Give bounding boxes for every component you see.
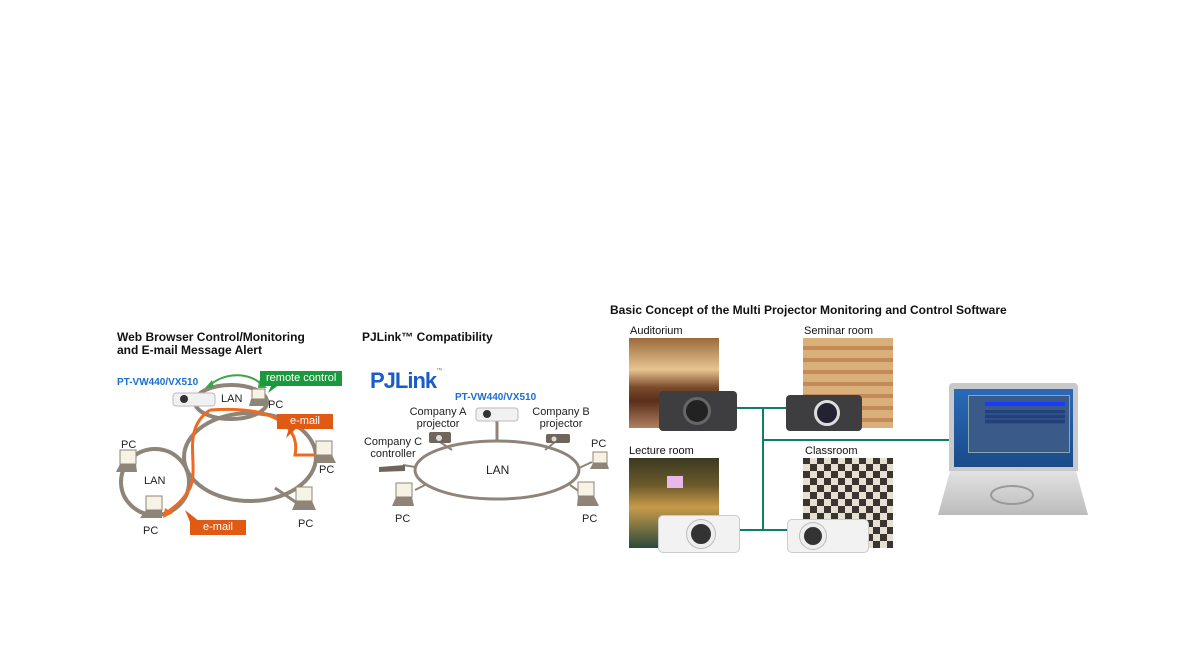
- remote-arrowhead-left: [205, 380, 214, 388]
- projector-icon-company-b: [546, 434, 570, 443]
- panel1-title-line1: Web Browser Control/Monitoring: [117, 330, 305, 344]
- company-b-label: Company B projector: [530, 406, 592, 430]
- email-tag-bottom: e-mail: [190, 520, 246, 535]
- laptop-icon-bottom-right: [292, 486, 316, 510]
- lan-label-left: LAN: [144, 475, 166, 487]
- remote-control-tag: remote control: [260, 371, 343, 386]
- laptop-icon-right: [314, 440, 336, 463]
- panel1-model-label: PT-VW440/VX510: [117, 377, 199, 388]
- email-tag-top: e-mail: [277, 414, 333, 429]
- company-b-line1: Company B: [532, 406, 590, 418]
- pc-label: PC: [143, 525, 159, 537]
- panel1-title: Web Browser Control/Monitoring and E-mai…: [117, 331, 305, 357]
- company-a-label: Company A projector: [408, 406, 468, 430]
- pc-label: PC: [298, 518, 314, 530]
- email-path-2: [166, 408, 211, 514]
- projector-dark-seminar: [786, 395, 862, 431]
- panel2-model-label: PT-VW440/VX510: [455, 392, 537, 403]
- remote-callout-pointer: [268, 384, 280, 393]
- branch-pc-left: [414, 484, 426, 491]
- panel3-title: Basic Concept of the Multi Projector Mon…: [610, 303, 1007, 317]
- remote-control-arrow: [209, 374, 263, 386]
- pc-label: PC: [395, 513, 411, 525]
- projector-icon: [172, 392, 216, 407]
- room-label-lecture: Lecture room: [629, 445, 694, 457]
- projector-icon-main: [475, 407, 519, 422]
- laptop-keyboard: [938, 471, 1088, 515]
- projector-dark-auditorium: [659, 391, 737, 431]
- laptop-icon-bottom-left: [140, 495, 163, 518]
- email-callout-pointer-bottom: [185, 510, 200, 522]
- room-label-auditorium: Auditorium: [630, 325, 683, 337]
- laptop-icon-pjlink-left: [392, 482, 414, 506]
- pc-label: PC: [268, 399, 284, 411]
- email-arrowhead-left: [163, 508, 173, 518]
- company-a-line1: Company A: [409, 406, 467, 418]
- projector-white-lecture: [658, 515, 740, 553]
- pjlink-logo-text: PJLink: [370, 368, 437, 393]
- company-c-label: Company C controller: [362, 436, 424, 460]
- projector-icon-company-a: [429, 432, 451, 443]
- pjlink-logo: PJLink™: [370, 368, 442, 394]
- projector-white-classroom: [787, 519, 869, 553]
- laptop-icon-top: [249, 388, 268, 406]
- laptop-monitoring-software: [949, 383, 1078, 471]
- pc-label: PC: [319, 464, 335, 476]
- branch-company-b: [544, 441, 556, 451]
- pc-label: PC: [582, 513, 598, 525]
- company-c-line2: controller: [370, 448, 416, 460]
- panel1-title-line2: and E-mail Message Alert: [117, 343, 262, 357]
- panel2-title: PJLink™ Compatibility: [362, 330, 493, 344]
- laptop-icon-pjlink-right-bottom: [577, 481, 599, 506]
- branch-company-a: [439, 441, 453, 451]
- branch-pc-right-top: [578, 461, 593, 469]
- lan-branch-pc-bottom: [274, 486, 298, 505]
- lan-label-top: LAN: [221, 393, 243, 405]
- room-label-seminar: Seminar room: [804, 325, 874, 337]
- company-c-line1: Company C: [363, 436, 423, 448]
- lan-label-pjlink: LAN: [486, 463, 510, 477]
- controller-icon-company-c: [379, 465, 405, 472]
- laptop-screen: [954, 389, 1073, 467]
- company-b-line2: projector: [539, 418, 583, 430]
- laptop-icon-pjlink-right-top: [590, 451, 609, 469]
- laptop-icon-left: [116, 449, 137, 472]
- pc-label: PC: [121, 439, 137, 451]
- company-a-line2: projector: [416, 418, 460, 430]
- pjlink-logo-tm: ™: [436, 368, 442, 374]
- pc-label: PC: [591, 438, 607, 450]
- room-label-classroom: Classroom: [805, 445, 858, 457]
